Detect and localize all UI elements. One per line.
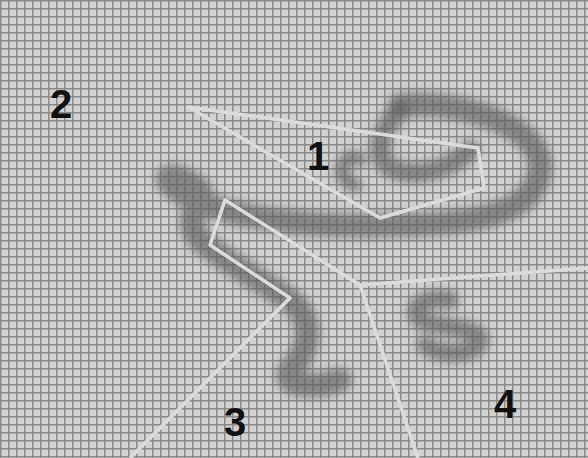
region-number: 4 bbox=[494, 384, 516, 424]
blurred-shape bbox=[168, 104, 541, 385]
region-boundary bbox=[130, 107, 588, 458]
region-number: 2 bbox=[50, 84, 72, 124]
region-number: 3 bbox=[224, 402, 246, 442]
region-number: 1 bbox=[307, 136, 329, 176]
